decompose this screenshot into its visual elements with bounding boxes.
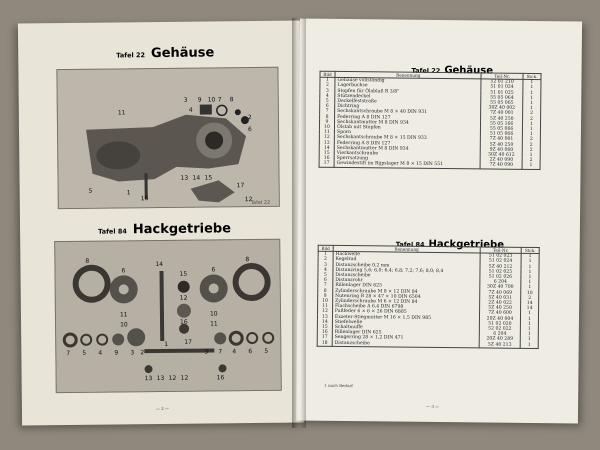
section-heading: Gehäuse: [150, 45, 215, 62]
callout-label: 1: [164, 340, 169, 348]
callout-label: 13: [144, 375, 153, 383]
callout-label: 12: [179, 294, 188, 302]
table-cell: Distanzscheibe: [332, 340, 480, 348]
callout-label: 6: [248, 348, 253, 356]
callout-label: 2: [247, 114, 252, 122]
callout-label: 12: [168, 374, 177, 382]
section-heading: Hackgetriebe: [132, 221, 232, 238]
callout-label: 10: [207, 96, 216, 104]
callout-label: 3: [204, 348, 209, 356]
callout-label: 7: [217, 96, 222, 104]
table-cell: 5Z 40 213: [479, 342, 521, 349]
callout-label: 1: [126, 189, 131, 197]
callout-label: 15: [179, 270, 188, 278]
page-number: — 3 —: [426, 403, 440, 410]
tafel-number: Tafel 22: [116, 51, 146, 60]
callout-label: 5: [88, 187, 93, 195]
callout-label: 7: [66, 349, 71, 357]
callout-label: 16: [140, 195, 149, 203]
callout-label: 6: [121, 267, 126, 275]
callout-label: 2: [140, 349, 145, 357]
gearbox-illustration: [55, 239, 282, 394]
photo-caption: Tafel 22: [250, 199, 271, 207]
table-cell: 7Z 40 090: [480, 162, 522, 170]
page-number: — 2 —: [155, 405, 170, 412]
photo-gehaeuse: 11 9 10 7 8 6 5 1 3 4 2 16 13 14 15 17 1…: [56, 66, 280, 210]
table-cell: Gewindestift im Rijpslager M 8 × 15 DIN …: [334, 161, 481, 169]
callout-label: 11: [117, 109, 126, 117]
photo-hackgetriebe: 8 6 14 15 8 6 11 12 10 10 11 16 7 5 4 9 …: [54, 238, 282, 394]
housing-illustration: [57, 67, 280, 210]
callout-label: 13: [156, 374, 165, 383]
table-cell: 1: [521, 163, 541, 170]
callout-label: 7: [218, 348, 223, 356]
table-cell: 18: [317, 340, 333, 347]
callout-label: 17: [236, 182, 245, 190]
callout-label: 6: [211, 266, 216, 274]
table-cell: 1: [520, 342, 539, 349]
callout-label: 3: [130, 349, 135, 357]
callout-label: 16: [216, 374, 225, 382]
callout-label: 9: [197, 96, 202, 104]
tafel-number: Tafel 84: [98, 227, 127, 236]
callout-label: 11: [119, 311, 128, 319]
callout-label: 12: [180, 374, 189, 382]
callout-label: 11: [210, 320, 218, 328]
callout-label: 3: [183, 96, 188, 104]
callout-label: 4: [232, 348, 237, 356]
callout-label: 10: [120, 321, 128, 329]
table-footnote: 1 nach Bedarf: [324, 382, 353, 389]
section-title-hackgetriebe: Tafel 84 Hackgetriebe: [98, 217, 231, 237]
callout-label: 10: [209, 310, 218, 318]
callout-label: 8: [245, 256, 250, 264]
callout-label: 17: [184, 338, 192, 346]
callout-label: 4: [188, 106, 193, 114]
book-gutter: [292, 18, 306, 428]
callout-label: 8: [85, 257, 90, 265]
callout-label: 14: [155, 260, 164, 269]
callout-label: 16: [180, 318, 188, 326]
callout-label: 9: [114, 349, 119, 357]
callout-label: 13: [180, 174, 189, 182]
callout-label: 14: [192, 174, 201, 182]
callout-label: 5: [82, 349, 87, 357]
callout-label: 5: [264, 347, 269, 355]
section-title-gehaeuse: Tafel 22 Gehäuse: [116, 41, 214, 61]
callout-label: 15: [204, 174, 213, 182]
callout-label: 6: [247, 126, 252, 134]
table-cell: 17: [319, 161, 335, 168]
callout-label: 8: [229, 96, 234, 104]
callout-label: 4: [98, 349, 103, 357]
